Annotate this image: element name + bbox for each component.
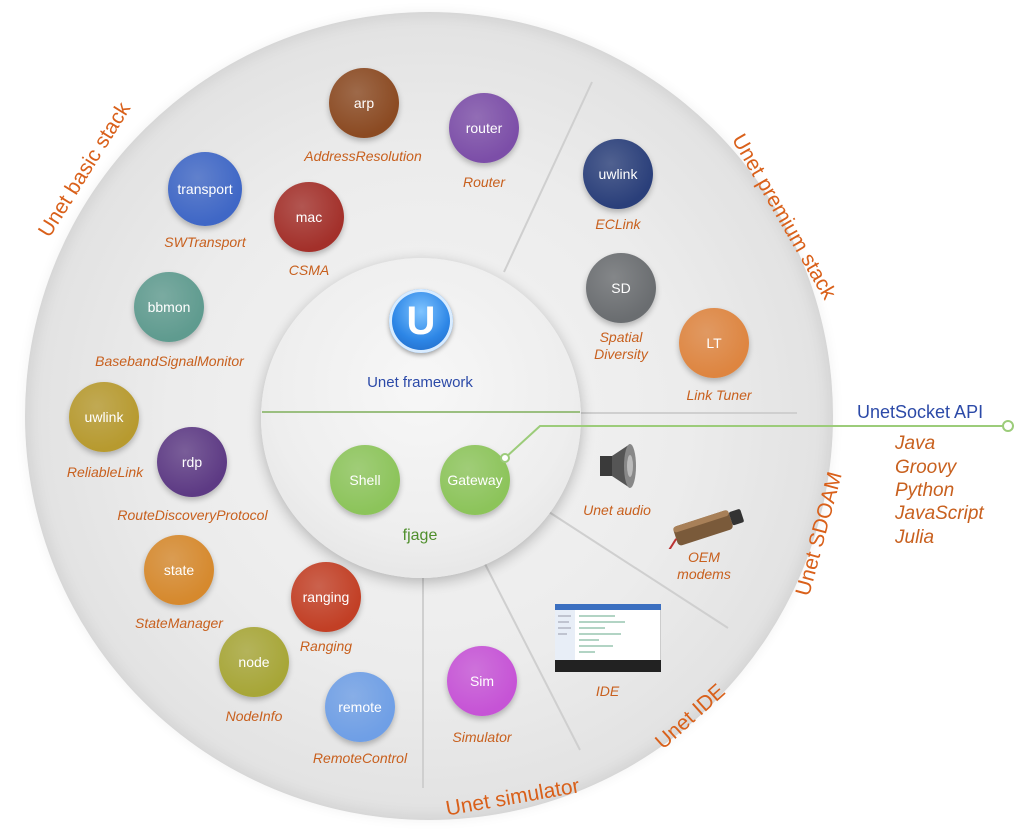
unet-logo-icon: U [389,289,453,353]
node-bbmon[interactable]: bbmon [134,272,204,342]
api-language-groovy: Groovy [895,457,957,478]
node-uwlink-premium[interactable]: uwlink [583,139,653,209]
node-rdp[interactable]: rdp [157,427,227,497]
caption-state-manager: StateManager [135,615,223,631]
fjage-label: fjage [402,527,438,544]
node-ranging-label: ranging [302,589,350,605]
node-uwlink-basic-label: uwlink [84,409,124,425]
node-router-label: router [465,120,503,136]
caption-address-resolution: AddressResolution [304,148,422,164]
node-lt-label: LT [706,335,722,351]
divider-ide-simulator [483,561,581,751]
caption-unet-audio: Unet audio [583,502,651,518]
api-title: UnetSocket API [857,402,984,422]
caption-reliable-link: ReliableLink [66,464,144,480]
caption-modems: modems [677,566,731,582]
framework-label: Unet framework [367,374,473,391]
api-language-javascript: JavaScript [895,503,984,524]
node-remote-label: remote [338,699,382,715]
caption-link-tuner: Link Tuner [686,387,752,403]
node-sim-label: Sim [469,673,495,689]
node-sim[interactable]: Sim [447,646,517,716]
divider-basic-premium [503,81,593,273]
node-lt[interactable]: LT [679,308,749,378]
node-router[interactable]: router [449,93,519,163]
node-gateway-label: Gateway [447,472,503,488]
node-sd[interactable]: SD [586,253,656,323]
caption-route-discovery-protocol: RouteDiscoveryProtocol [117,507,268,523]
ide-screenshot-icon[interactable] [555,604,661,672]
node-mac[interactable]: mac [274,182,344,252]
node-ranging[interactable]: ranging [291,562,361,632]
node-remote[interactable]: remote [325,672,395,742]
node-arp-label: arp [353,95,375,111]
caption-oem: OEM [688,549,720,565]
caption-swtransport: SWTransport [164,234,246,250]
node-node-label: node [238,654,270,670]
api-language-java: Java [895,433,936,454]
node-shell[interactable]: Shell [330,445,400,515]
caption-remote-control: RemoteControl [312,750,408,766]
node-arp[interactable]: arp [329,68,399,138]
node-gateway[interactable]: Gateway [440,445,510,515]
node-node[interactable]: node [219,627,289,697]
caption-baseband-signal-monitor: BasebandSignalMonitor [95,353,244,369]
caption-spatial: Spatial [599,329,643,345]
caption-simulator: Simulator [452,729,512,745]
node-transport-label: transport [177,181,233,197]
node-mac-label: mac [295,209,323,225]
caption-node-info: NodeInfo [225,708,283,724]
caption-eclink: ECLink [595,216,641,232]
modem-icon [667,509,744,549]
node-sd-label: SD [611,280,631,296]
caption-router: Router [462,174,506,190]
divider-sdoam-ide [548,511,729,629]
node-shell-label: Shell [349,472,381,488]
node-state[interactable]: state [144,535,214,605]
caption-ide: IDE [595,683,620,699]
caption-csma: CSMA [288,262,330,278]
node-state-label: state [163,562,195,578]
caption-ranging: Ranging [299,638,353,654]
api-language-julia: Julia [895,527,935,548]
node-uwlink-premium-label: uwlink [598,166,638,182]
api-language-python: Python [895,480,955,501]
speaker-icon [600,444,636,488]
caption-diversity: Diversity [594,346,648,362]
node-bbmon-label: bbmon [147,299,191,315]
node-rdp-label: rdp [181,454,203,470]
node-uwlink-basic[interactable]: uwlink [69,382,139,452]
node-transport[interactable]: transport [168,152,242,226]
